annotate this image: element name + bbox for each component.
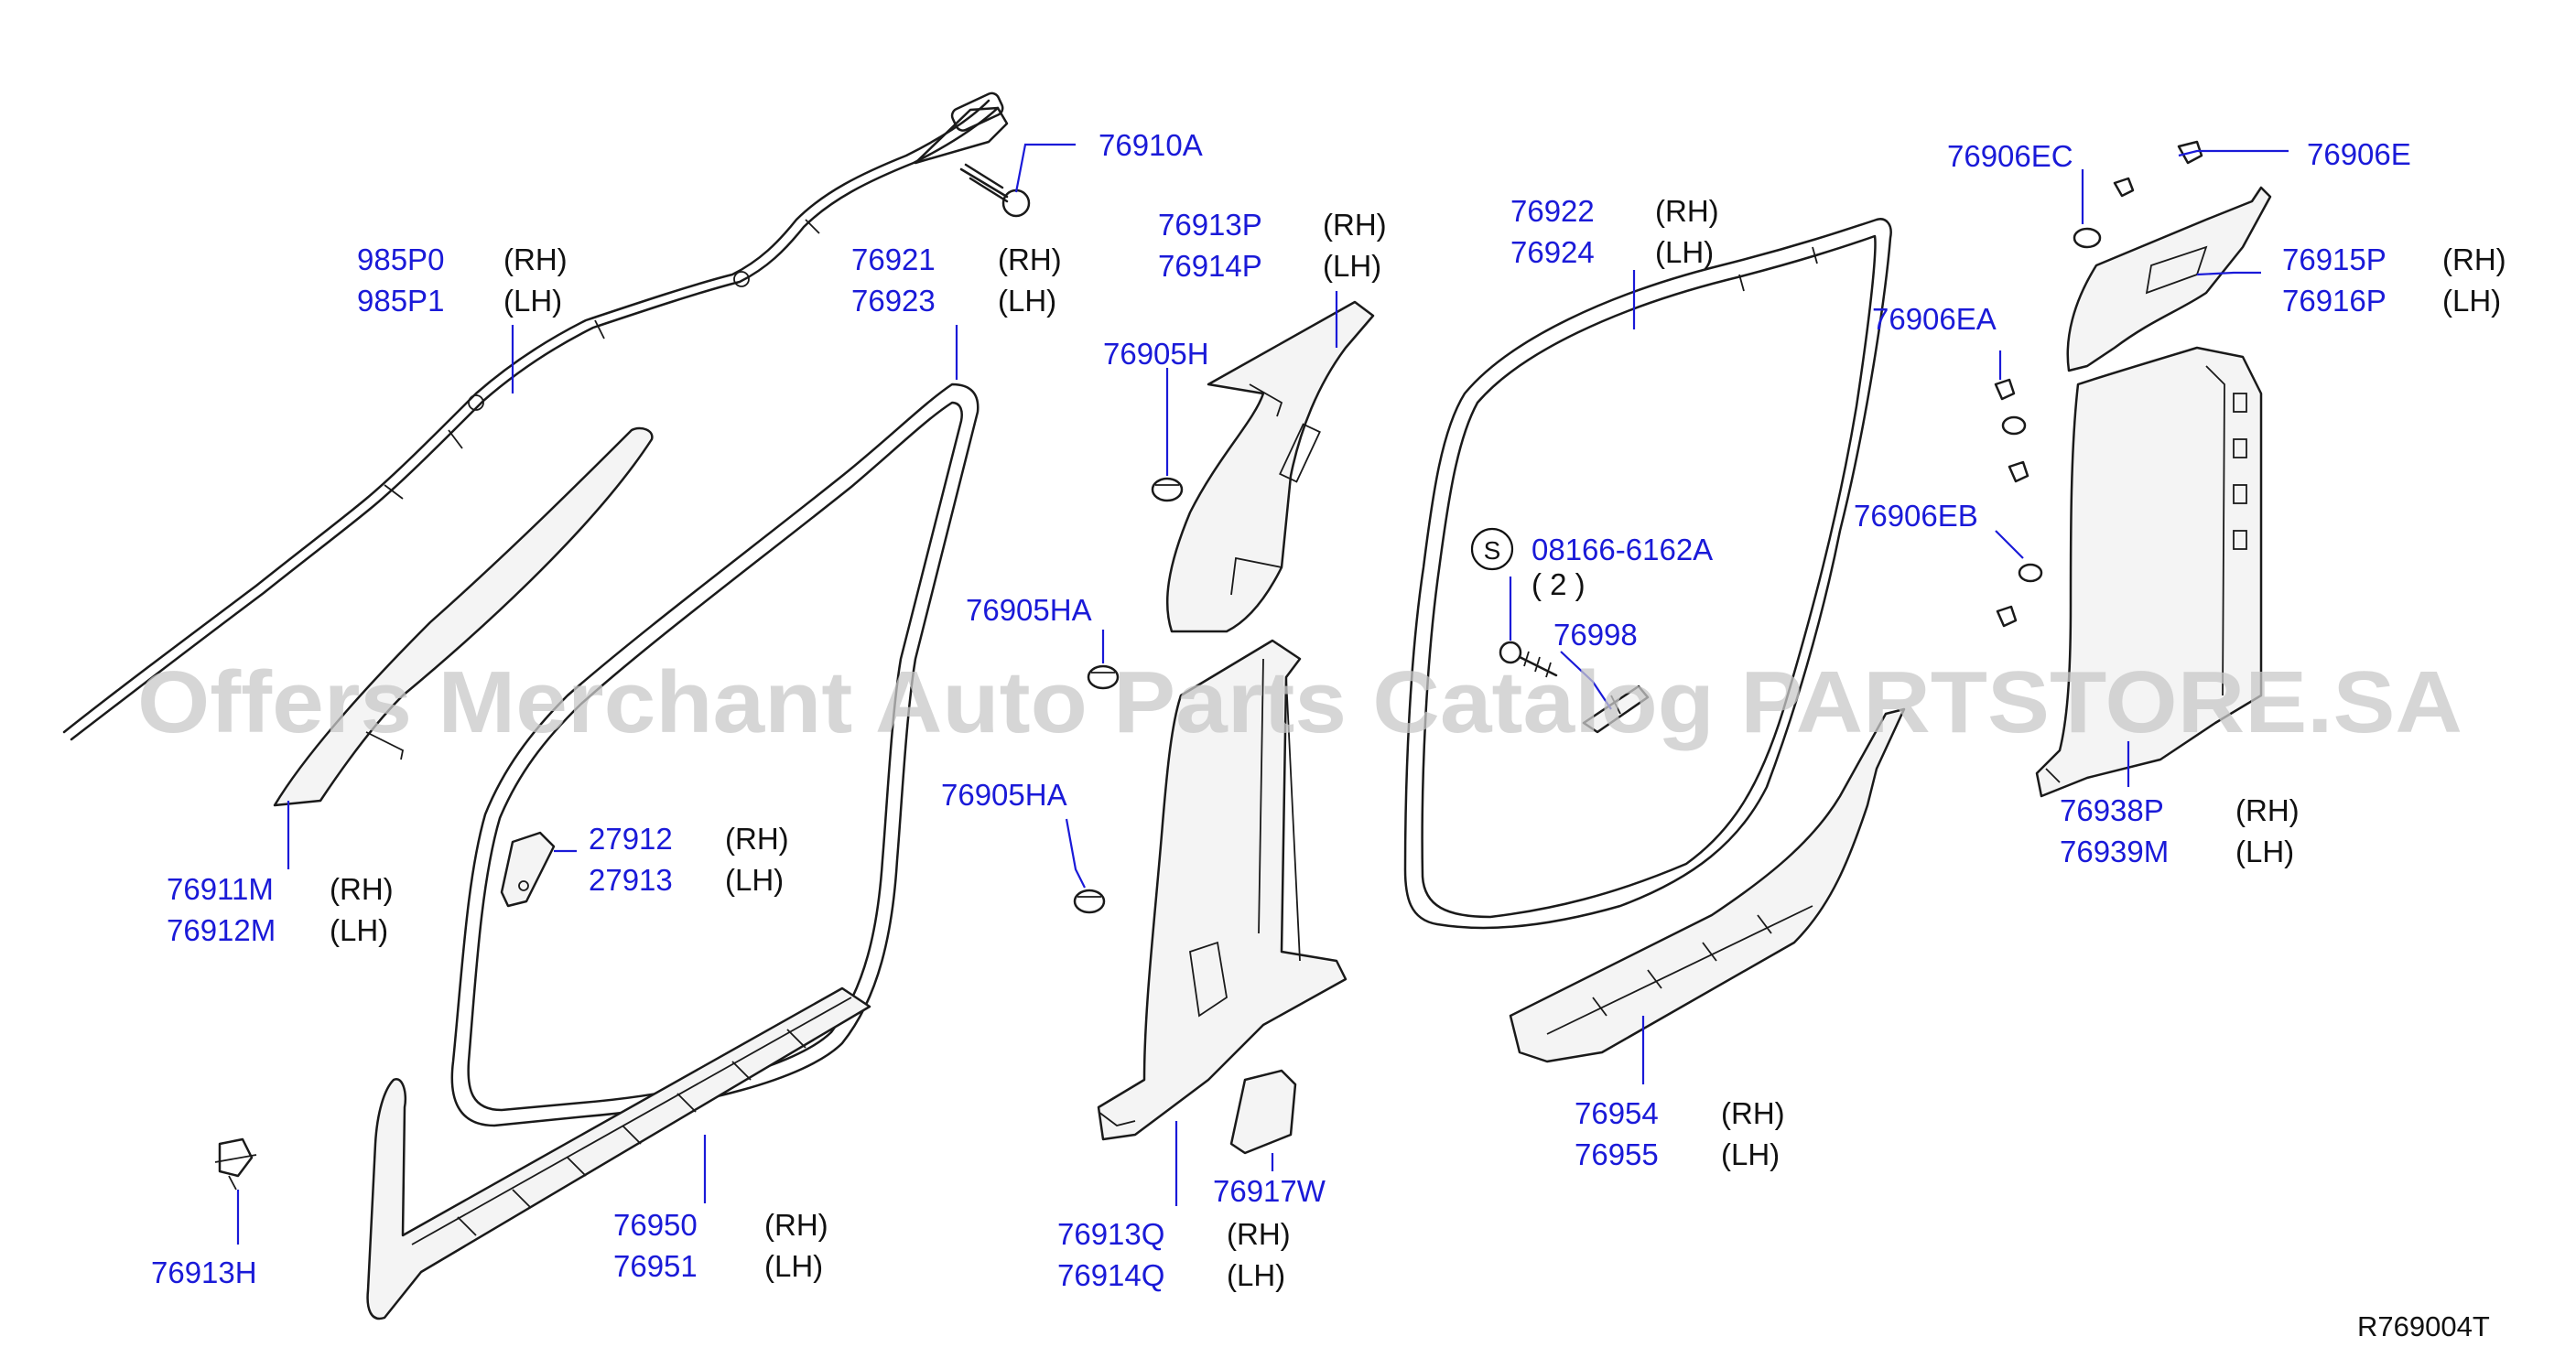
part-number-76917W: 76917W [1213, 1174, 1326, 1208]
side-rh-76921: (RH) [998, 242, 1062, 276]
part-number-76905HA-lower: 76905HA [941, 778, 1067, 812]
side-lh-27913: (LH) [725, 863, 784, 897]
label-group-76950: 76950 (RH) 76951 (LH) [613, 1208, 828, 1283]
part-number-76924: 76924 [1510, 235, 1595, 269]
kicking-plate-part [366, 986, 871, 1320]
diagram-reference-code: R769004T [2357, 1310, 2490, 1342]
quantity: ( 2 ) [1532, 567, 1586, 601]
part-number-985P1: 985P1 [357, 284, 444, 318]
side-lh-76924: (LH) [1655, 235, 1714, 269]
side-lh-76951: (LH) [764, 1249, 823, 1283]
part-number-76954: 76954 [1575, 1096, 1659, 1130]
side-rh-76938P: (RH) [2235, 793, 2300, 827]
b-pillar-upper-trim-part [1165, 300, 1375, 633]
bolt-08166-part [1499, 641, 1558, 678]
label-group-27912: 27912 (RH) 27913 (LH) [589, 822, 789, 897]
side-lh-76914Q: (LH) [1227, 1258, 1285, 1292]
b-pillar-lower-trim-part [1097, 639, 1348, 1141]
part-number-27912: 27912 [589, 822, 673, 856]
part-number-76910A: 76910A [1099, 128, 1203, 162]
part-number-76938P: 76938P [2060, 793, 2164, 827]
part-number-76914Q: 76914Q [1057, 1258, 1164, 1292]
label-group-76938P: 76938P (RH) 76939M (LH) [2060, 793, 2300, 868]
rear-kicking-plate-part [1509, 707, 1906, 1063]
rear-door-weatherstrip-part [1403, 218, 1892, 930]
part-number-76914P: 76914P [1158, 249, 1262, 283]
part-number-76912M: 76912M [167, 913, 276, 947]
curtain-airbag-part [62, 92, 1009, 741]
part-number-76955: 76955 [1575, 1137, 1659, 1171]
front-door-weatherstrip-part [450, 383, 980, 1127]
side-rh-76913P: (RH) [1323, 208, 1387, 242]
part-number-76911M: 76911M [167, 872, 274, 906]
side-rh-76911M: (RH) [330, 872, 394, 906]
part-number-76906EB: 76906EB [1854, 499, 1978, 533]
c-pillar-upper-trim-part [2066, 186, 2272, 372]
part-number-76950: 76950 [613, 1208, 698, 1242]
label-group-76922: 76922 (RH) 76924 (LH) [1510, 194, 1719, 269]
part-number-985P0: 985P0 [357, 242, 444, 276]
part-number-76915P: 76915P [2282, 242, 2387, 276]
side-lh-76914P: (LH) [1323, 249, 1381, 283]
clip-76905HA-upper-part [1087, 664, 1120, 690]
part-number-76939M: 76939M [2060, 835, 2169, 868]
side-lh-76912M: (LH) [330, 913, 388, 947]
standard-part-symbol [1470, 527, 1514, 571]
side-lh-76916P: (LH) [2442, 284, 2501, 318]
a-pillar-trim-part [273, 426, 654, 807]
part-number-27913: 27913 [589, 863, 673, 897]
part-number-76913Q: 76913Q [1057, 1217, 1164, 1251]
part-number-76951: 76951 [613, 1249, 698, 1283]
label-group-76911M: 76911M (RH) 76912M (LH) [167, 872, 394, 947]
leader-lines [236, 143, 2289, 1245]
part-number-76906EA: 76906EA [1872, 302, 1997, 336]
part-number-76922: 76922 [1510, 194, 1595, 228]
label-group-76913Q: 76913Q (RH) 76914Q (LH) [1057, 1217, 1291, 1292]
side-lh-76923: (LH) [998, 284, 1056, 318]
clip-76906EC-part [2073, 177, 2135, 249]
part-number-76921: 76921 [851, 242, 936, 276]
clip-76906E-part [2177, 140, 2203, 165]
side-lh-76955: (LH) [1721, 1137, 1780, 1171]
part-number-08166-6162A: 08166-6162A [1532, 533, 1713, 566]
part-number-76913P: 76913P [1158, 208, 1262, 242]
s-symbol: S [1484, 536, 1501, 565]
clip-27912-part [500, 831, 556, 908]
label-group-08166: S 08166-6162A ( 2 ) [1470, 527, 1713, 601]
clip-76913H-part [214, 1137, 257, 1191]
clip-76905HA-lower-part [1073, 889, 1106, 914]
bolt-76910A-part [959, 163, 1031, 218]
side-rh-76950: (RH) [764, 1208, 828, 1242]
clip-76905H-part [1151, 477, 1184, 502]
part-number-76913H: 76913H [151, 1256, 257, 1289]
part-number-76906EC: 76906EC [1947, 139, 2073, 173]
side-rh-76915P: (RH) [2442, 242, 2506, 276]
label-group-76921: 76921 (RH) 76923 (LH) [851, 242, 1062, 318]
side-rh-76922: (RH) [1655, 194, 1719, 228]
label-group-76913P: 76913P (RH) 76914P (LH) [1158, 208, 1387, 283]
side-lh-76939M: (LH) [2235, 835, 2294, 868]
label-group-985P0: 985P0 (RH) 985P1 (LH) [357, 242, 568, 318]
part-number-76923: 76923 [851, 284, 936, 318]
side-lh-985P1: (LH) [503, 284, 562, 318]
part-number-76998: 76998 [1553, 618, 1638, 652]
cover-76917W-part [1229, 1069, 1297, 1155]
label-group-76915P: 76915P (RH) 76916P (LH) [2282, 242, 2506, 318]
part-number-76905HA-upper: 76905HA [966, 593, 1092, 627]
side-rh-27912: (RH) [725, 822, 789, 856]
side-rh-985P0: (RH) [503, 242, 568, 276]
clip-76906EB-part [1996, 563, 2043, 628]
part-number-76916P: 76916P [2282, 284, 2387, 318]
clip-76998-part [1582, 684, 1650, 734]
label-group-76954: 76954 (RH) 76955 (LH) [1575, 1096, 1785, 1171]
watermark-text: Offers Merchant Auto Parts Catalog PARTS… [137, 653, 2462, 751]
part-number-76906E: 76906E [2307, 137, 2411, 171]
clip-76906EA-part [1994, 378, 2029, 483]
part-number-76905H: 76905H [1103, 337, 1209, 371]
side-rh-76954: (RH) [1721, 1096, 1785, 1130]
side-rh-76913Q: (RH) [1227, 1217, 1291, 1251]
c-pillar-lower-trim-part [2035, 346, 2263, 798]
